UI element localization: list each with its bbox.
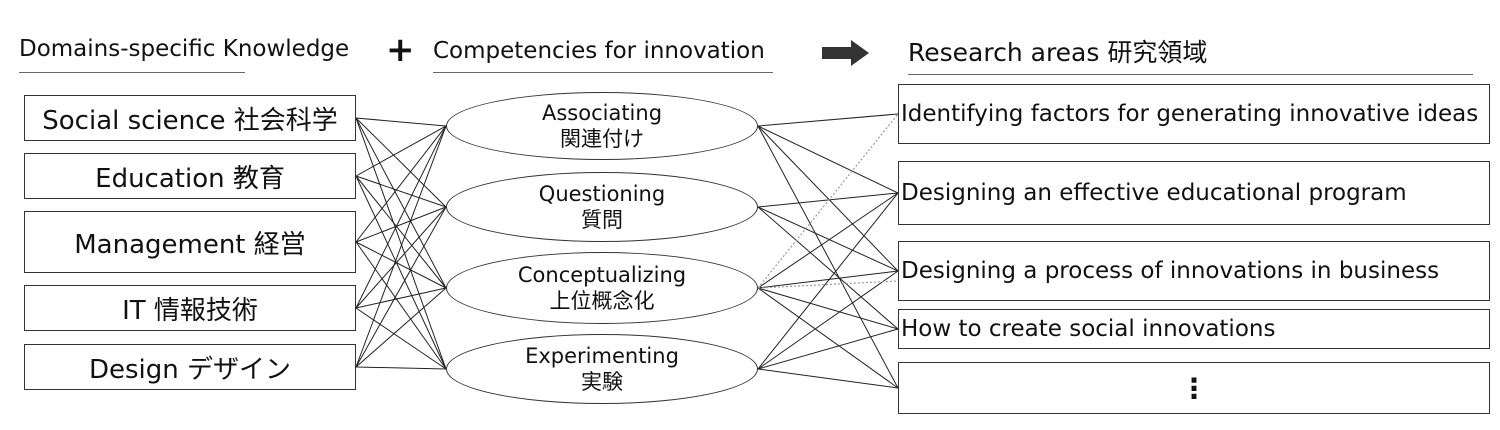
domain-competency-link xyxy=(355,175,447,208)
domain-competency-link xyxy=(355,175,447,370)
competency-associating: Associating 関連付け xyxy=(446,92,758,160)
header-competencies-underline xyxy=(433,72,773,73)
domain-competency-link xyxy=(355,206,447,368)
competency-questioning: Questioning 質問 xyxy=(446,172,758,242)
plus-sign: + xyxy=(386,30,415,70)
domain-competency-link xyxy=(355,117,447,208)
competency-research-link xyxy=(757,125,899,194)
domain-competency-link xyxy=(355,117,447,127)
competency-label-en: Associating xyxy=(541,100,663,125)
competency-research-link xyxy=(757,192,899,289)
competency-research-link xyxy=(757,328,899,370)
domain-competency-link xyxy=(355,117,447,289)
domain-competency-link xyxy=(355,206,447,309)
competency-experimenting: Experimenting 実験 xyxy=(446,334,758,404)
competency-research-link xyxy=(757,368,899,389)
domain-competency-link xyxy=(355,117,447,370)
competency-research-link-dotted xyxy=(757,280,899,289)
domain-competency-link xyxy=(355,287,447,309)
competency-conceptualizing: Conceptualizing 上位概念化 xyxy=(446,252,758,324)
competency-research-link xyxy=(757,125,899,272)
header-research: Research areas 研究領域 xyxy=(908,38,1208,67)
domain-competency-link xyxy=(355,366,447,370)
domain-competency-link xyxy=(355,206,447,243)
competency-label-ja: 上位概念化 xyxy=(549,289,655,313)
research-box-educational-program: Designing an effective educational progr… xyxy=(898,161,1490,225)
competency-research-link xyxy=(757,113,899,127)
competency-label-en: Conceptualizing xyxy=(517,262,687,287)
competency-label-en: Questioning xyxy=(538,181,666,206)
research-box-business-innovation: Designing a process of innovations in bu… xyxy=(898,241,1490,301)
domain-competency-link xyxy=(355,125,447,243)
competency-label-ja: 質問 xyxy=(581,208,623,232)
domain-competency-link xyxy=(355,125,447,177)
research-box-innovative-ideas: Identifying factors for generating innov… xyxy=(898,84,1490,144)
competency-label-en: Experimenting xyxy=(525,343,679,368)
domain-box-education: Education 教育 xyxy=(24,153,356,199)
competency-research-link xyxy=(757,287,899,389)
header-competencies: Competencies for innovation xyxy=(433,38,765,64)
competency-research-link xyxy=(757,125,899,389)
domain-competency-link xyxy=(355,125,447,368)
competency-research-link xyxy=(757,270,899,289)
domain-competency-link xyxy=(355,287,447,368)
competency-research-link xyxy=(757,192,899,208)
competency-research-link xyxy=(757,270,899,370)
research-box-social-innovation: How to create social innovations xyxy=(898,309,1490,349)
domain-box-social-science: Social science 社会科学 xyxy=(24,95,356,141)
header-domains-underline xyxy=(19,72,245,73)
competency-research-link-dotted xyxy=(757,113,899,289)
domain-box-it: IT 情報技術 xyxy=(24,285,356,331)
domain-box-design: Design デザイン xyxy=(24,344,356,390)
right-arrow-icon xyxy=(822,40,869,66)
domain-competency-link xyxy=(355,175,447,289)
header-research-underline xyxy=(908,74,1473,75)
competency-label-ja: 関連付け xyxy=(560,127,644,151)
competency-research-link xyxy=(757,206,899,330)
competency-research-link xyxy=(757,287,899,330)
research-box-more: ⋮ xyxy=(898,362,1490,414)
domain-competency-link xyxy=(355,125,447,309)
domain-competency-link xyxy=(355,241,447,370)
competency-research-link xyxy=(757,206,899,272)
competency-research-link xyxy=(757,192,899,370)
competency-label-ja: 実験 xyxy=(581,370,623,394)
domain-competency-link xyxy=(355,241,447,289)
header-domains: Domains-specific Knowledge xyxy=(19,36,350,62)
domain-box-management: Management 経営 xyxy=(24,211,356,273)
domain-competency-link xyxy=(355,307,447,370)
